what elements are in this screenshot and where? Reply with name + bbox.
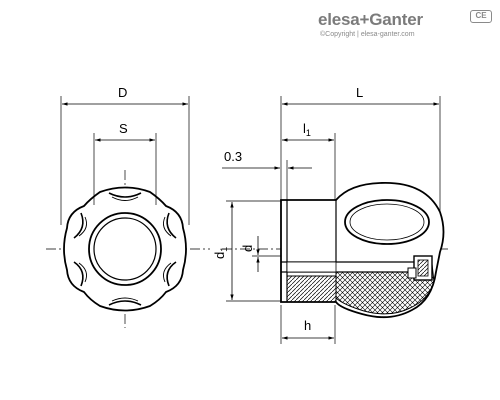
- groove-lower-left-inner: [78, 262, 87, 283]
- end-cap-section: [417, 259, 429, 277]
- groove-upper-right: [166, 212, 177, 239]
- dim-l1-label: l1: [303, 121, 311, 138]
- dim-d1-sub: 1: [219, 247, 229, 252]
- groove-lower-left: [73, 261, 84, 287]
- dim-bore-label: S: [119, 121, 128, 136]
- groove-top: [108, 192, 142, 198]
- groove-upper-left-inner: [78, 216, 87, 237]
- dim-l1-sub: 1: [306, 128, 311, 138]
- brand-badge: CE: [470, 10, 492, 23]
- groove-bottom-inner: [111, 297, 139, 302]
- dim-d-label: d: [240, 245, 255, 252]
- dim-l1-main: l: [303, 121, 306, 136]
- groove-upper-right-inner: [163, 216, 172, 237]
- groove-lower-right: [166, 261, 177, 287]
- front-view: D S: [46, 85, 210, 328]
- dim-length-label: L: [356, 85, 363, 100]
- insert-bore-sleeve: [286, 261, 337, 273]
- bore-outer-ring: [88, 212, 162, 286]
- cap-step: [407, 267, 417, 279]
- insert-section: [286, 275, 337, 303]
- groove-bottom: [108, 300, 142, 306]
- bore-inner-ring: [93, 217, 157, 281]
- groove-lower-right-inner: [163, 262, 172, 283]
- knob-outline: [63, 186, 187, 312]
- grip-window: [344, 199, 430, 245]
- grip-window-inner: [349, 203, 425, 241]
- brand-logo: elesa+Ganter ©Copyright | elesa-ganter.c…: [318, 10, 494, 44]
- dim-outer-label: D: [118, 85, 127, 100]
- dim-offset-label: 0.3: [224, 149, 242, 164]
- dim-d1-main: d: [212, 252, 227, 259]
- dim-d1-label: d1: [212, 247, 229, 259]
- brand-name: elesa+Ganter: [318, 10, 423, 29]
- brand-copyright: ©Copyright | elesa-ganter.com: [320, 31, 415, 38]
- side-view: L l1 0.3 d1 d h: [212, 85, 448, 344]
- dim-h-label: h: [304, 318, 311, 333]
- groove-top-inner: [111, 196, 139, 201]
- groove-upper-left: [73, 212, 84, 239]
